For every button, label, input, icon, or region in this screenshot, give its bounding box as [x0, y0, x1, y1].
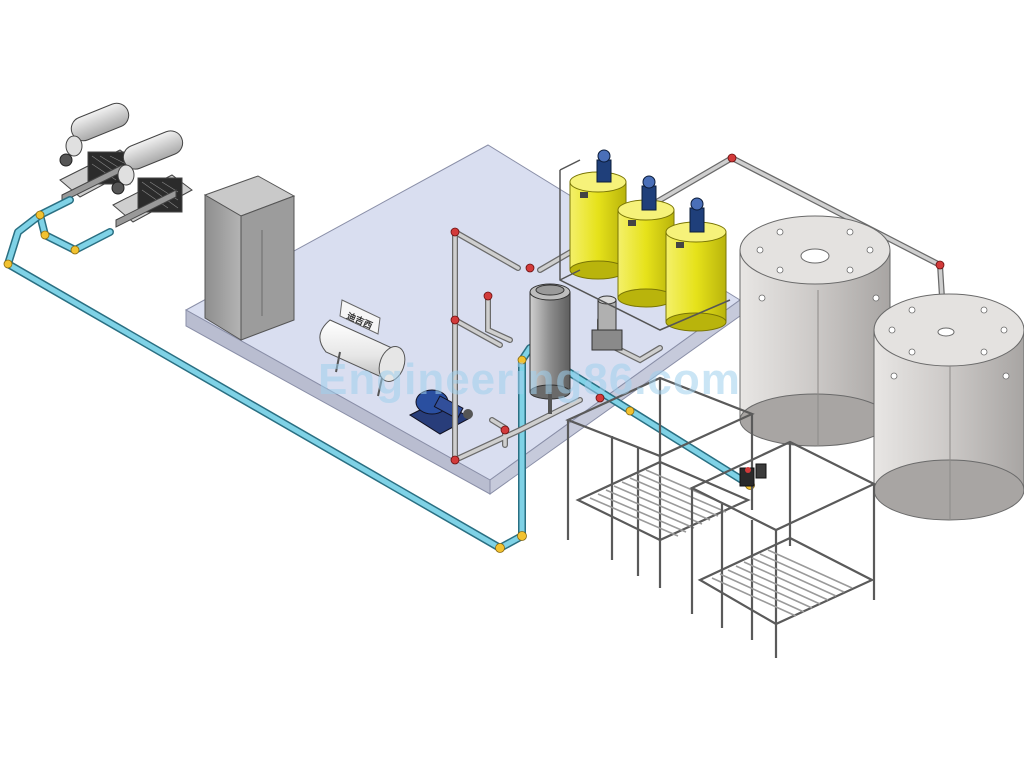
blower-unit-2: [111, 130, 193, 228]
vertical-pump: [591, 295, 623, 351]
filter-vessel: [529, 283, 571, 414]
rack-frame-2: [689, 440, 877, 658]
rack-valve-assembly: [739, 463, 767, 487]
rack-frame-2-rollers: [711, 549, 853, 617]
watermark: Engineering86.com: [318, 355, 741, 404]
air-receiver-tank: 迪吉西: [319, 299, 406, 397]
rack-frame-1: [565, 376, 755, 588]
storage-tank-1: [739, 215, 891, 447]
storage-tank-2: [873, 293, 1024, 521]
control-cabinet: [203, 175, 296, 341]
dosing-tank-2: [617, 175, 675, 308]
dosing-tank-frame: [559, 159, 731, 331]
dosing-tank-3: [665, 197, 727, 332]
dosing-tank-1: [569, 149, 627, 280]
